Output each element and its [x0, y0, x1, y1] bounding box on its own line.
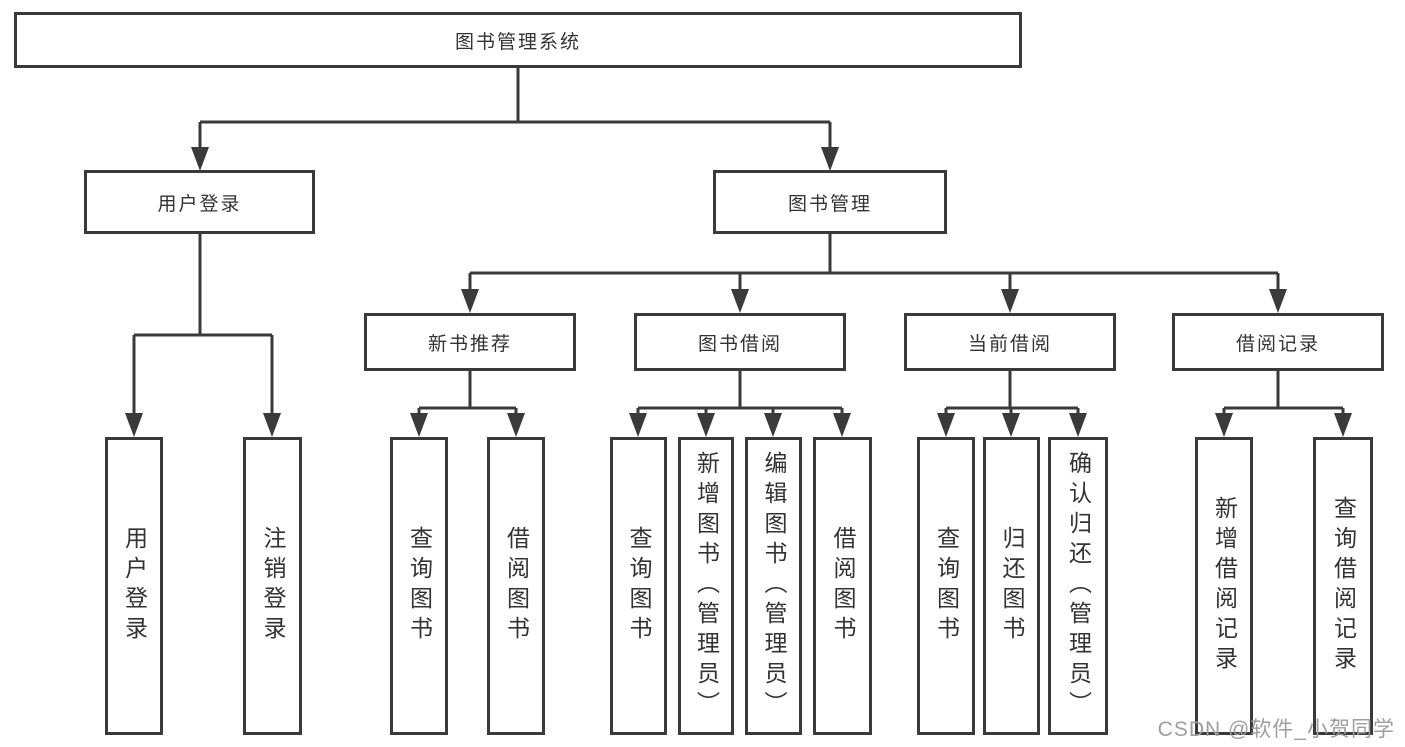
leaf-query-books-current: 查询图书: [917, 437, 975, 735]
leaf-add-borrow-record-label: 新增借阅记录: [1211, 496, 1238, 676]
connector-root-to-level1: [198, 68, 832, 151]
node-borrow-records: 借阅记录: [1172, 313, 1384, 371]
leaf-confirm-return-admin-label: 确认归还（管理员）: [1065, 451, 1092, 721]
node-current-borrowing-label: 当前借阅: [967, 333, 1052, 355]
node-book-borrowing: 图书借阅: [634, 313, 846, 371]
node-book-management: 图书管理: [713, 170, 947, 234]
leaf-borrow-books-recommend: 借阅图书: [487, 437, 545, 735]
leaf-logout-label: 注销登录: [260, 526, 286, 646]
node-new-book-recommend: 新书推荐: [364, 313, 576, 371]
leaf-query-borrow-record: 查询借阅记录: [1313, 437, 1373, 735]
connector-newbook-to-leaves: [417, 371, 518, 417]
leaf-return-books: 归还图书: [983, 437, 1040, 735]
leaf-edit-books-admin: 编辑图书（管理员）: [745, 437, 802, 735]
leaf-query-books-current-label: 查询图书: [933, 526, 960, 646]
node-current-borrowing: 当前借阅: [904, 313, 1116, 371]
node-root-label: 图书管理系统: [454, 31, 581, 53]
leaf-borrow-books-recommend-label: 借阅图书: [503, 526, 530, 646]
leaf-borrow-books-borrowing: 借阅图书: [813, 437, 872, 735]
leaf-query-books-recommend: 查询图书: [390, 437, 448, 735]
node-borrow-records-label: 借阅记录: [1235, 333, 1320, 355]
node-book-management-label: 图书管理: [787, 193, 872, 215]
leaf-edit-books-admin-label: 编辑图书（管理员）: [761, 451, 787, 721]
leaf-add-books-admin: 新增图书（管理员）: [678, 437, 734, 735]
leaf-confirm-return-admin: 确认归还（管理员）: [1048, 437, 1108, 735]
connector-current-to-leaves: [944, 371, 1080, 417]
connector-borrowing-to-leaves: [636, 371, 844, 417]
node-user-login-label: 用户登录: [157, 193, 242, 215]
csdn-watermark: CSDN @软件_小贺同学: [1157, 718, 1395, 741]
arrowheads: [125, 147, 1352, 437]
leaf-user-login-label: 用户登录: [121, 526, 148, 646]
leaf-user-login: 用户登录: [105, 437, 163, 735]
leaf-query-borrow-record-label: 查询借阅记录: [1330, 496, 1357, 676]
connector-userlogin-to-leaves: [132, 234, 274, 417]
leaf-borrow-books-borrowing-label: 借阅图书: [830, 526, 856, 646]
leaf-add-borrow-record: 新增借阅记录: [1195, 437, 1253, 735]
node-new-book-recommend-label: 新书推荐: [427, 333, 512, 355]
leaf-query-books-recommend-label: 查询图书: [406, 526, 433, 646]
node-root: 图书管理系统: [14, 12, 1022, 68]
leaf-logout: 注销登录: [243, 437, 302, 735]
leaf-return-books-label: 归还图书: [999, 526, 1025, 646]
leaf-add-books-admin-label: 新增图书（管理员）: [693, 451, 720, 721]
connector-records-to-leaves: [1222, 371, 1345, 417]
leaf-query-books-borrowing-label: 查询图书: [626, 526, 652, 646]
node-book-borrowing-label: 图书借阅: [697, 333, 782, 355]
node-user-login: 用户登录: [84, 170, 315, 234]
leaf-query-books-borrowing: 查询图书: [610, 437, 667, 735]
connector-bookmgmt-to-level2: [468, 234, 1280, 293]
